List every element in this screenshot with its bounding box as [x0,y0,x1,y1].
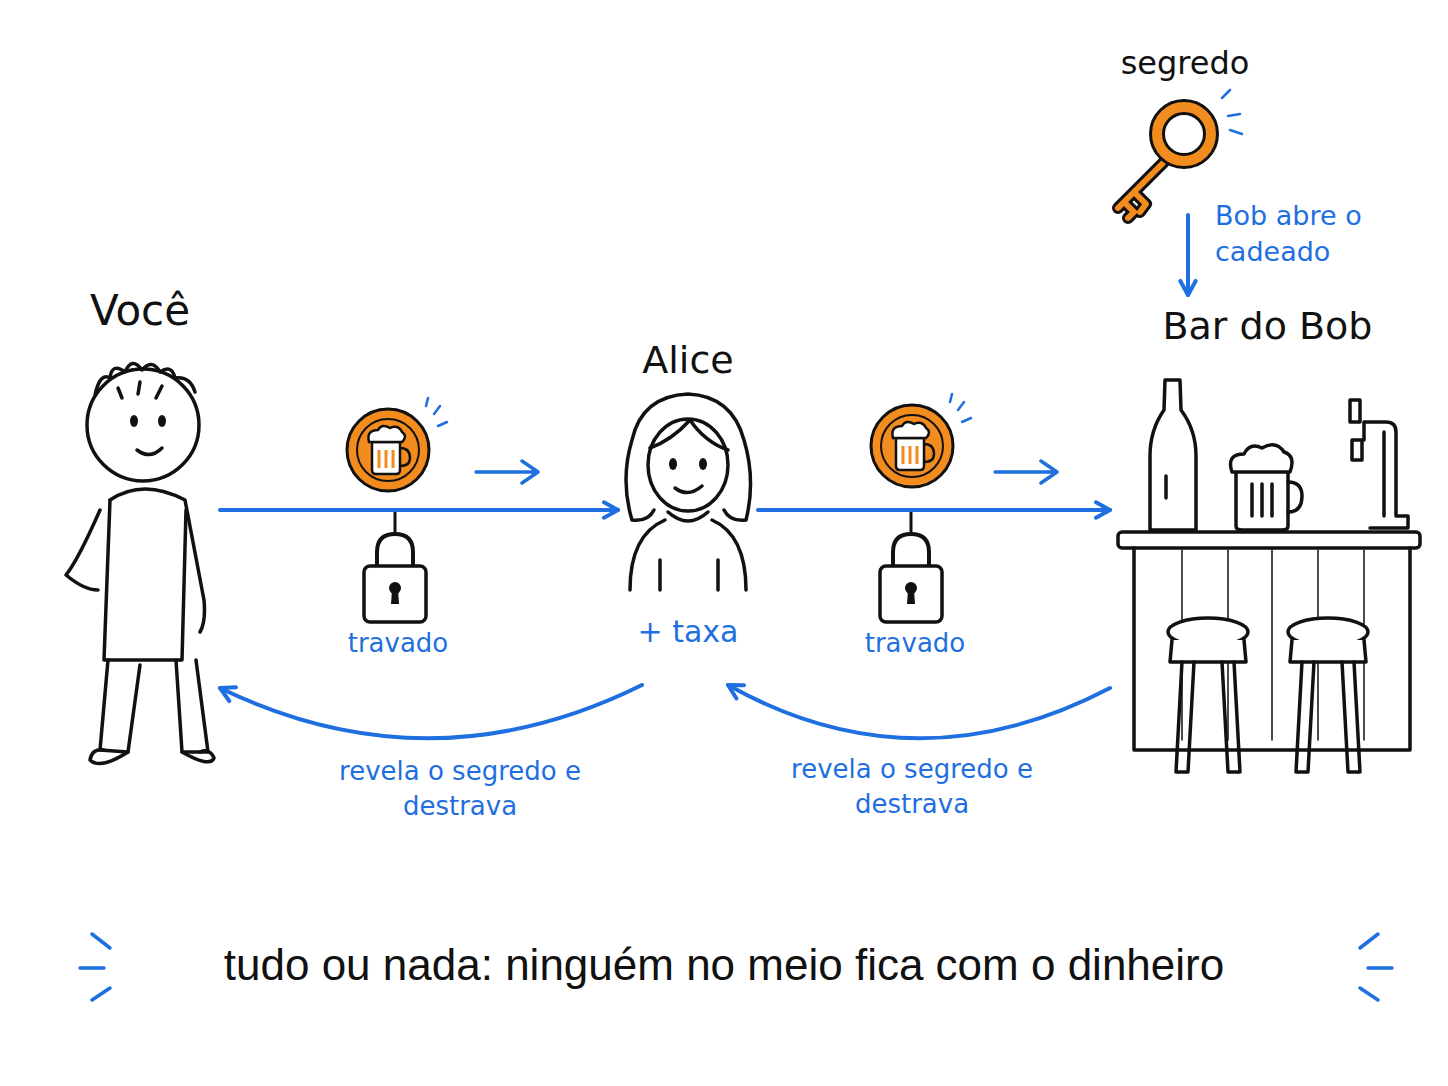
connector [728,685,1110,738]
person-you: Você [60,285,220,780]
connector-line [220,508,618,512]
connector [220,685,642,738]
edge-label: revela o segredo e destrava [325,754,595,824]
bob-bar: Bar do Bob [1110,295,1425,780]
connector-line [758,508,1110,512]
fee-label: + taxa [618,615,758,650]
edge-label: travado [298,626,498,661]
connector [220,502,618,517]
edge-label: travado [815,626,1015,661]
arrowhead [1096,502,1110,517]
connector [1180,215,1195,295]
node-title: Alice [618,339,758,383]
connector-line [728,685,1110,738]
node-title: Bar do Bob [1110,305,1425,349]
connector [758,502,1110,517]
connector-line [1186,215,1190,295]
caption: tudo ou nada: ninguém no meio fica com o… [0,940,1448,990]
node-title: segredo [1100,45,1270,82]
edge-label: Bob abre o cadeado [1215,198,1380,271]
connector-line [220,685,642,738]
node-title: Você [60,287,220,335]
arrowhead [604,502,618,517]
edge-label: revela o segredo e destrava [777,752,1047,822]
arrowhead [220,687,236,701]
arrowhead [1180,281,1195,295]
person-alice: Alice + taxa [618,335,758,685]
secret-key: segredo [1100,40,1270,215]
arrowhead [728,685,744,699]
